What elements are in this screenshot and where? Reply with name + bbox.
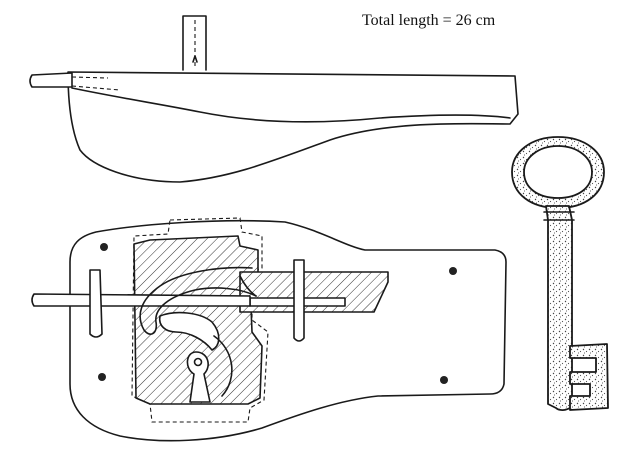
lock-front-view	[31, 217, 507, 442]
key-bit	[569, 343, 609, 411]
side-view-post	[182, 15, 207, 71]
right-staple	[293, 259, 305, 342]
bolt-rod	[31, 293, 251, 307]
lock-ward	[213, 335, 233, 397]
key	[511, 136, 609, 411]
total-length-caption: Total length = 26 cm	[362, 12, 496, 29]
key-bow	[511, 136, 605, 209]
keyhole	[186, 351, 211, 403]
mechanism-hidden-outline	[131, 217, 269, 423]
side-view-bolt	[29, 72, 73, 88]
lock-side-view	[29, 15, 519, 183]
side-view-case	[67, 71, 519, 183]
lock-spring	[139, 266, 257, 335]
key-shank	[545, 205, 573, 411]
lock-tumbler	[158, 311, 220, 351]
rivet-hole	[449, 267, 457, 275]
rivet-hole	[100, 243, 108, 251]
left-staple	[89, 269, 103, 338]
rivet-hole	[440, 376, 448, 384]
rivet-hole	[98, 373, 106, 381]
side-view-inner-plate	[71, 87, 511, 123]
